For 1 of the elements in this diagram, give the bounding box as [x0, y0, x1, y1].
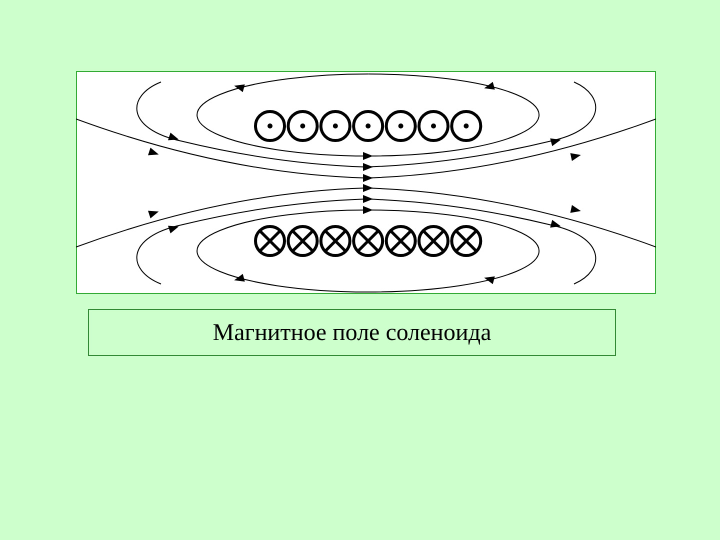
caption-box: Магнитное поле соленоида [88, 309, 616, 356]
